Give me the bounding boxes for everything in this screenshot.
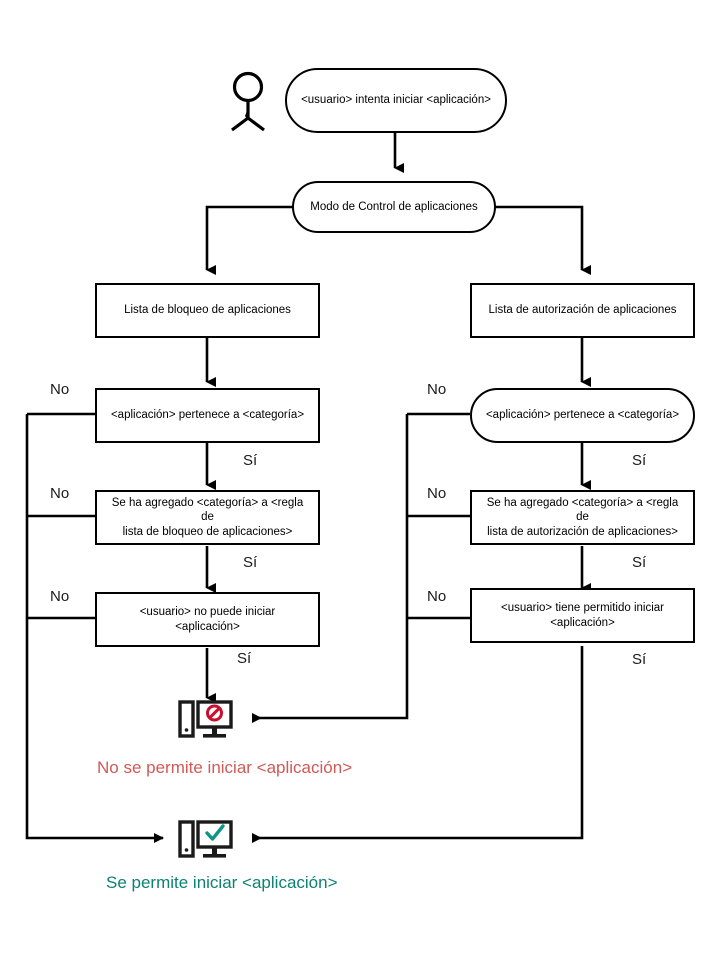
node-allow-rule-label: Se ha agregado <categoría> a <regla de l… xyxy=(486,496,679,538)
node-allowlist-label: Lista de autorización de aplicaciones xyxy=(488,304,677,317)
usuario-actor-icon xyxy=(222,70,274,132)
node-allow-category-label: <aplicación> pertenece a <categoría> xyxy=(485,409,680,422)
node-deny-rule: Se ha agregado <categoría> a <regla de l… xyxy=(95,490,320,545)
edge-label-si-allow-result: Sí xyxy=(632,651,647,668)
edge-mode-split-right xyxy=(494,205,591,275)
node-allow-result: <usuario> tiene permitido iniciar <aplic… xyxy=(470,588,695,643)
edge-label-si-allow-rule: Sí xyxy=(632,554,647,571)
node-allow-rule: Se ha agregado <categoría> a <regla de l… xyxy=(470,490,695,545)
blocked-outcome-label: No se permite iniciar <aplicación> xyxy=(97,758,353,777)
middle-rail xyxy=(252,414,409,723)
node-allowlist: Lista de autorización de aplicaciones xyxy=(470,283,695,338)
edge-label-si-deny-category: Sí xyxy=(243,452,258,469)
edge-label-si-deny-rule: Sí xyxy=(243,554,258,571)
node-deny-category: <aplicación> pertenece a <categoría> xyxy=(95,388,320,443)
monitor-allowed-icon xyxy=(178,819,234,865)
edge-label-no-deny-rule: No xyxy=(50,485,70,502)
edge-label-no-deny-category: No xyxy=(50,381,70,398)
node-deny-result: <usuario> no puede iniciar <aplicación> xyxy=(95,592,320,647)
node-denylist-label: Lista de bloqueo de aplicaciones xyxy=(124,304,291,317)
node-mode-label: Modo de Control de aplicaciones xyxy=(310,200,478,213)
edge-label-no-allow-result: No xyxy=(427,588,447,605)
node-deny-rule-label: Se ha agregado <categoría> a <regla de l… xyxy=(111,496,304,538)
node-denylist: Lista de bloqueo de aplicaciones xyxy=(95,283,320,338)
node-start: <usuario> intenta iniciar <aplicación> xyxy=(285,68,507,133)
edge-label-no-deny-result: No xyxy=(50,588,70,605)
edge-allow-result-si-to-allowed xyxy=(252,646,584,843)
monitor-blocked-icon xyxy=(178,699,234,745)
edge-label-no-allow-category: No xyxy=(427,381,447,398)
node-deny-result-label: <usuario> no puede iniciar <aplicación> xyxy=(139,606,276,633)
allowed-outcome-label: Se permite iniciar <aplicación> xyxy=(106,873,338,892)
edge-mode-split-left xyxy=(205,205,296,275)
node-allow-result-label: <usuario> tiene permitido iniciar <aplic… xyxy=(500,602,664,629)
node-start-label: <usuario> intenta iniciar <aplicación> xyxy=(301,94,491,107)
node-allow-category: <aplicación> pertenece a <categoría> xyxy=(470,388,695,443)
node-deny-category-label: <aplicación> pertenece a <categoría> xyxy=(110,409,305,422)
edge-label-si-allow-category: Sí xyxy=(632,452,647,469)
node-mode: Modo de Control de aplicaciones xyxy=(292,181,496,233)
edge-label-si-deny-result: Sí xyxy=(237,650,252,667)
edge-label-no-allow-rule: No xyxy=(427,485,447,502)
